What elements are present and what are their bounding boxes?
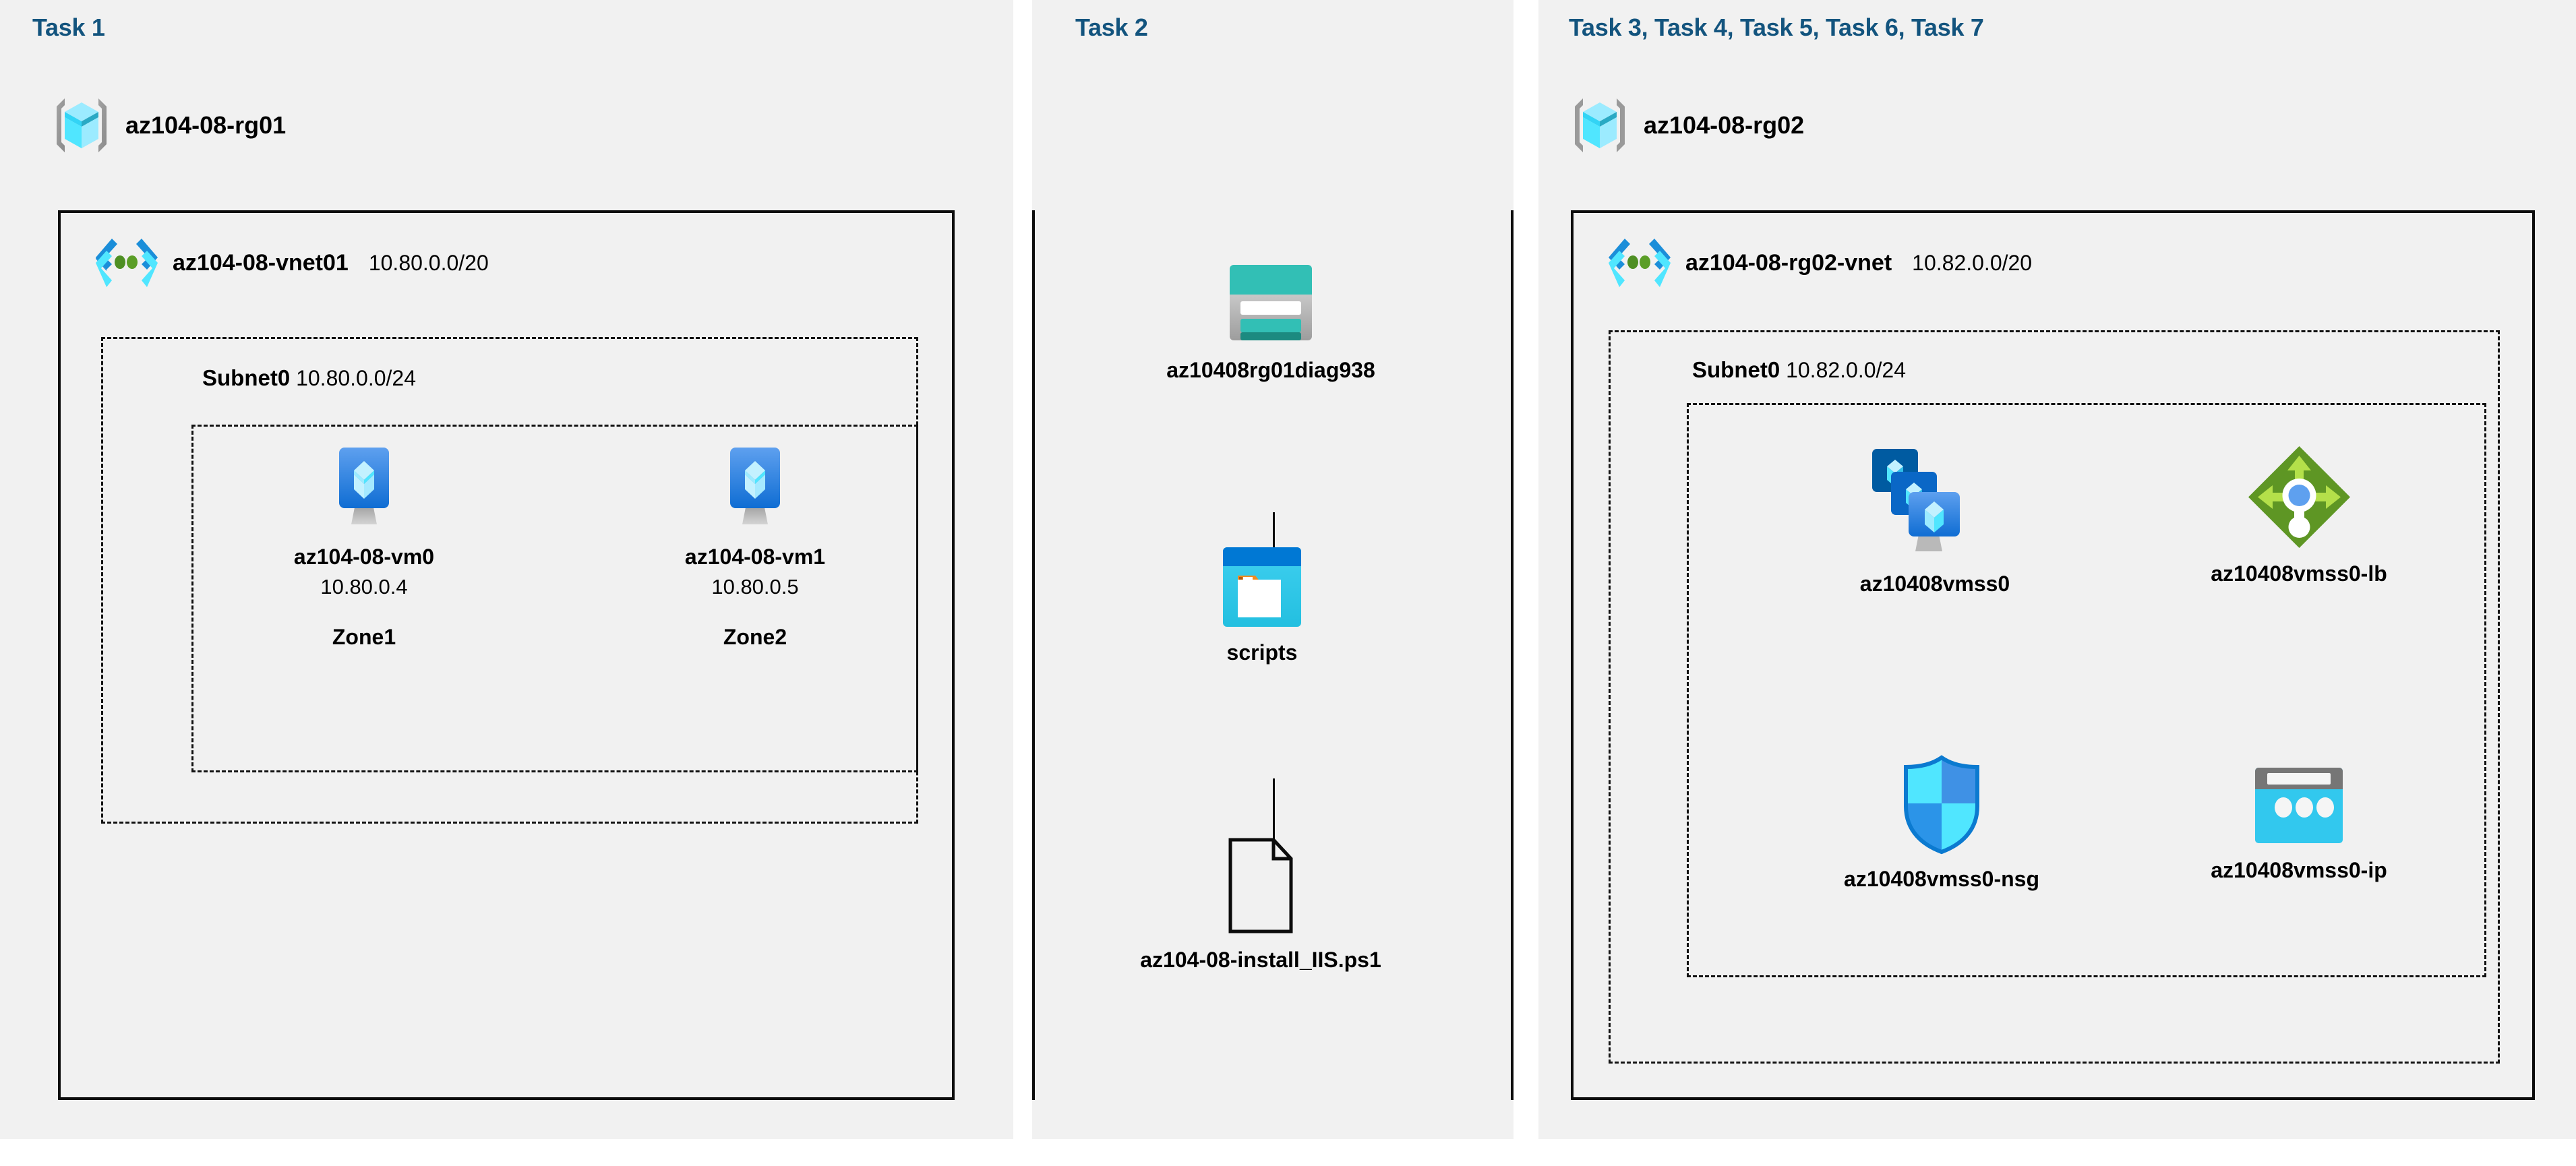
script-file-name: az104-08-install_IIS.ps1 [1140, 948, 1381, 972]
blob-container-node[interactable]: scripts [1174, 546, 1350, 665]
task2-boundary-right-edge [1511, 210, 1514, 1100]
storage-account-node[interactable]: az10408rg01diag938 [1163, 259, 1379, 383]
blob-container-icon [1222, 546, 1302, 628]
task1-label: Task 1 [32, 13, 105, 41]
resource-group-name: az104-08-rg01 [125, 111, 287, 139]
subnet-boundary-subnet0-rg02vnet [1609, 330, 2500, 1064]
vm-scale-set-icon [1871, 445, 1999, 559]
vnet-boundary-rg02-vnet [1571, 210, 2535, 1100]
virtual-network-icon [94, 235, 159, 291]
resource-group-icon [53, 93, 111, 158]
task3-label: Task 3, Task 4, Task 5, Task 6, Task 7 [1569, 13, 1984, 41]
connector-storage-to-container [1273, 512, 1275, 554]
subnet-name: Subnet0 [1692, 357, 1780, 382]
vnet-header-vnet01: az104-08-vnet01 10.80.0.0/20 [94, 235, 489, 291]
blob-container-name: scripts [1226, 640, 1298, 665]
resource-group-row-rg01: az104-08-rg01 [53, 93, 286, 158]
vm-scale-set-node[interactable]: az10408vmss0 [1793, 445, 2076, 596]
vm-availability-zone: Zone1 [332, 625, 396, 649]
network-security-group-icon [1900, 755, 1983, 855]
script-file-node[interactable]: az104-08-install_IIS.ps1 [1140, 836, 1381, 973]
vnet-name: az104-08-rg02-vnet [1685, 249, 1892, 276]
virtual-machine-icon [324, 445, 404, 532]
vm-availability-zone: Zone2 [723, 625, 787, 649]
virtual-network-icon [1607, 235, 1672, 291]
subnet-label-subnet0-vnet01: Subnet0 10.80.0.0/24 [202, 365, 416, 391]
load-balancer-name: az10408vmss0-lb [2211, 561, 2387, 586]
subnet-label-subnet0-rg02vnet: Subnet0 10.82.0.0/24 [1692, 357, 1906, 383]
vnet-name: az104-08-vnet01 [173, 249, 349, 276]
vnet-header-rg02-vnet: az104-08-rg02-vnet 10.82.0.0/20 [1607, 235, 2032, 291]
public-ip-address-name: az10408vmss0-ip [2211, 858, 2387, 882]
resource-group-name: az104-08-rg02 [1644, 111, 1805, 139]
vm-ip-address: 10.80.0.4 [320, 575, 408, 599]
subnet-cidr: 10.82.0.0/24 [1786, 358, 1907, 382]
vm-name: az104-08-vm1 [684, 545, 826, 569]
task2-label: Task 2 [1075, 13, 1148, 41]
vm-node-az104-08-vm1[interactable]: az104-08-vm1 10.80.0.5 Zone2 [674, 445, 836, 650]
storage-account-name: az10408rg01diag938 [1166, 358, 1375, 382]
vm-scale-set-name: az10408vmss0 [1859, 572, 2010, 596]
subnet-cidr: 10.80.0.0/24 [296, 366, 417, 390]
resource-group-icon [1571, 93, 1629, 158]
storage-account-icon [1224, 259, 1317, 346]
public-ip-address-icon [2251, 765, 2347, 846]
load-balancer-icon [2247, 445, 2352, 549]
network-security-group-name: az10408vmss0-nsg [1844, 867, 2039, 891]
vnet-cidr: 10.82.0.0/20 [1912, 250, 2033, 275]
scale-set-resource-group-boundary [1687, 403, 2486, 977]
availability-zone-group-boundary [191, 425, 918, 772]
vm-ip-address: 10.80.0.5 [711, 575, 799, 599]
vnet-boundary-vnet01 [58, 210, 955, 1100]
virtual-machine-icon [715, 445, 795, 532]
public-ip-address-node[interactable]: az10408vmss0-ip [2151, 765, 2447, 883]
network-security-group-node[interactable]: az10408vmss0-nsg [1807, 755, 2076, 892]
vm-name: az104-08-vm0 [293, 545, 435, 569]
subnet-name: Subnet0 [202, 365, 291, 390]
script-file-icon [1221, 836, 1300, 935]
task2-boundary-left-edge [1032, 210, 1035, 1100]
vnet-cidr: 10.80.0.0/20 [368, 250, 489, 275]
connector-container-to-script [1273, 778, 1275, 839]
load-balancer-node[interactable]: az10408vmss0-lb [2151, 445, 2447, 586]
vm-node-az104-08-vm0[interactable]: az104-08-vm0 10.80.0.4 Zone1 [283, 445, 445, 650]
resource-group-row-rg02: az104-08-rg02 [1571, 93, 1804, 158]
